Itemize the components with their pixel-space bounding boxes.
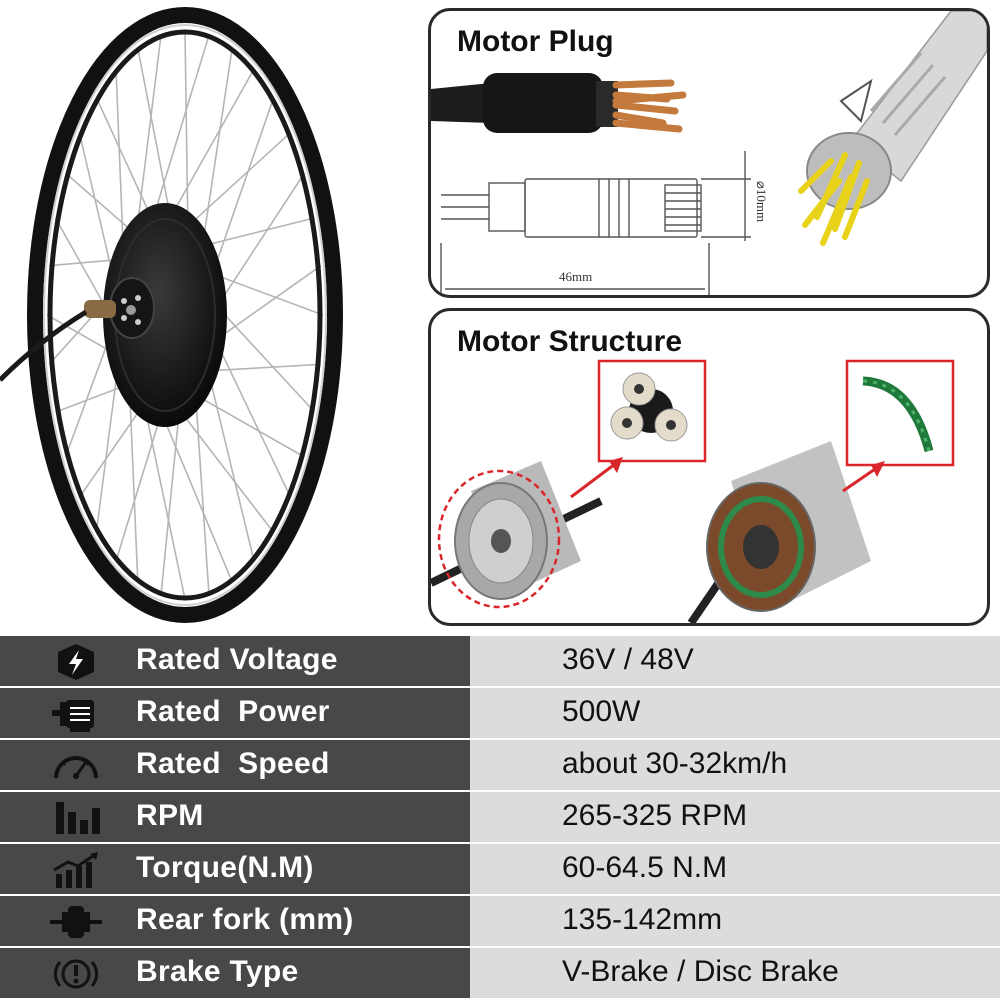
spec-row-rpm: RPM 265-325 RPM [0,792,1000,842]
spoke [157,403,233,583]
spec-value: 135-142mm [562,903,723,936]
motor-stator-photo [687,441,871,623]
spoke [95,97,157,228]
ebike-wheel-image [0,7,343,623]
motor-plug-panel: 46mm ⌀10mm Motor Plug [428,8,990,298]
spec-value: 265-325 RPM [562,799,748,832]
spoke [141,393,186,600]
motor-icon [52,700,94,732]
spoke [208,97,275,283]
spoke [128,374,139,582]
spec-table: Rated Voltage 36V / 48V Rated Power 500W [0,636,1000,1000]
motor-structure-panel: Motor Structure [428,308,990,626]
plug-length-dimension: 46mm [559,269,592,284]
spec-value: about 30-32km/h [562,747,788,780]
spec-row-rear-fork: Rear fork (mm) 135-142mm [0,896,1000,946]
spoke [137,47,174,227]
spoke [184,30,189,237]
spec-label: Rated Speed [136,747,330,780]
spec-row-power: Rated Power 500W [0,688,1000,738]
spoke [148,35,210,230]
motor-plug-illustration: 46mm ⌀10mm [431,11,987,295]
spoke [210,265,322,345]
spoke [194,385,210,595]
spoke [196,217,315,249]
spoke [134,35,162,245]
motor-structure-illustration [431,359,955,623]
spec-value: 60-64.5 N.M [562,851,728,884]
spec-label: RPM [136,799,204,832]
wheel-spokes [46,30,324,600]
spoke [206,271,324,316]
hub-axle-icon [50,906,102,938]
bar-chart-icon [56,802,100,834]
voltage-icon [58,644,94,680]
spoke [78,398,149,499]
spec-value: 36V / 48V [562,643,694,676]
yellow-plug-photo [798,11,987,246]
motor-gear-side-photo [431,461,603,609]
hall-sensor-callout [845,359,955,467]
spec-label: Brake Type [136,955,299,988]
motor-structure-title: Motor Structure [457,325,682,358]
torque-chart-icon [53,852,98,888]
spec-value: 500W [562,695,641,728]
spoke [202,363,321,373]
brake-icon [53,959,99,989]
spoke [173,402,275,534]
spec-row-brake: Brake Type V-Brake / Disc Brake [0,948,1000,998]
spec-label: Rated Power [136,695,330,728]
gear-callout-arrow [570,459,620,499]
spoke [181,131,292,232]
spoke [212,172,306,314]
spec-label: Rear fork (mm) [136,903,354,936]
spec-label: Torque(N.M) [136,851,314,884]
motor-cable [0,309,88,382]
spec-row-torque: Torque(N.M) 60-64.5 N.M [0,844,1000,894]
speedometer-icon [54,756,98,779]
spoke [160,400,182,595]
planetary-gear-callout [597,359,707,463]
copper-plug-photo [431,73,687,133]
plug-technical-drawing [440,151,751,295]
spoke [165,68,255,226]
spoke [115,404,165,562]
wheel-photo [0,0,430,632]
spoke [211,300,316,413]
spoke [200,48,233,256]
spoke [189,391,305,458]
spec-value: V-Brake / Disc Brake [562,955,839,988]
spec-row-speed: Rated Speed about 30-32km/h [0,740,1000,790]
spec-label: Rated Voltage [136,643,338,676]
plug-diameter-dimension: ⌀10mm [754,181,769,222]
wheel-rim [27,7,343,623]
spoke [211,332,292,498]
spoke [205,361,255,562]
motor-plug-title: Motor Plug [457,25,614,58]
hub-motor [84,203,227,427]
spec-row-voltage: Rated Voltage 36V / 48V [0,636,1000,686]
